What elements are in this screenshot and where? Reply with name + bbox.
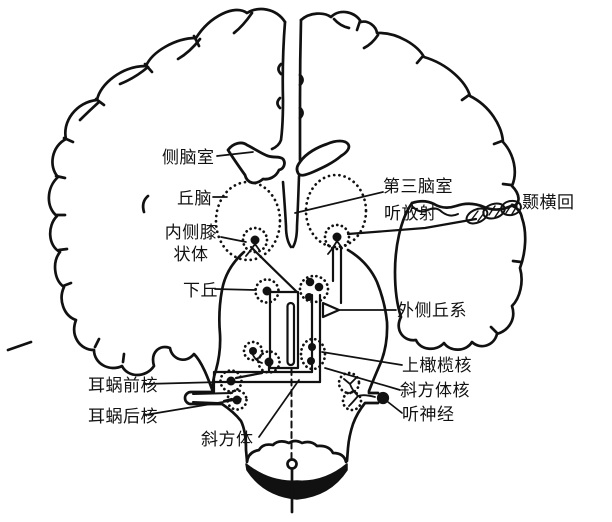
- thalamus-right: [304, 173, 368, 249]
- medial-geniculate-right: [323, 223, 351, 251]
- label-trapezoid-body-nucleus: 斜方体核: [400, 381, 470, 401]
- label-inferior-colliculus: 下丘: [183, 281, 218, 301]
- label-posterior-cochlear-nucleus: 耳蜗后核: [88, 407, 158, 427]
- label-lateral-lemniscus: 外侧丘系: [397, 301, 467, 321]
- leader-cochlear-posterior: [144, 398, 242, 416]
- leader-lateral-ventricle: [216, 151, 254, 157]
- label-auditory-radiation: 听放射: [384, 204, 437, 224]
- label-superior-olivary-nucleus: 上橄榄核: [402, 356, 472, 376]
- leader-superior-olive: [321, 351, 403, 366]
- cochlear-anterior-left: [219, 369, 243, 393]
- leader-inferior-colliculus: [214, 288, 257, 291]
- third-ventricle-channel: [281, 174, 301, 249]
- label-transverse-temporal-gyrus: 颞横回: [522, 193, 575, 213]
- leader-third-ventricle: [294, 191, 384, 214]
- cochlear-right-a: [337, 371, 361, 395]
- leader-trapezoid-nucleus: [324, 367, 401, 391]
- thalamus-left: [214, 180, 282, 262]
- stray-mark: [6, 340, 33, 352]
- nuclei: [219, 223, 363, 412]
- medial-geniculate-left: [241, 226, 269, 254]
- leader-medial-geniculate: [220, 236, 247, 243]
- label-thalamus: 丘脑: [177, 189, 212, 209]
- leader-auditory-nerve: [387, 401, 403, 414]
- inferior-colliculus-right: [298, 274, 330, 304]
- superior-olive-right: [299, 337, 327, 371]
- right-temporal-lobe: [393, 201, 527, 351]
- cochlear-posterior-left: [226, 389, 248, 411]
- superior-olive-left-b: [257, 350, 281, 374]
- auditory-radiation-line: [346, 217, 478, 236]
- lateral-ventricles: [226, 139, 351, 185]
- label-third-ventricle: 第三脑室: [383, 177, 453, 197]
- nuclei-dots: [226, 232, 342, 405]
- aqueduct-slit: [286, 301, 296, 367]
- lateral-ventricle-left: [226, 141, 286, 185]
- medulla-crescent: [245, 463, 348, 500]
- label-anterior-cochlear-nucleus: 耳蜗前核: [88, 376, 158, 396]
- thalamus-outlines: [214, 173, 368, 262]
- lateral-ventricle-right: [295, 139, 351, 177]
- lateral-lemniscus-nucleus: [321, 301, 341, 319]
- cochlear-right-b: [341, 390, 363, 412]
- inferior-colliculus-left: [254, 278, 280, 304]
- superior-olive-left-a: [242, 340, 264, 362]
- right-hemisphere-outline: [298, 10, 520, 211]
- leader-trapezoid-body: [258, 379, 300, 438]
- auditory-nerve-stump-right: [376, 391, 390, 405]
- label-lateral-ventricle: 侧脑室: [162, 148, 215, 168]
- left-hemisphere-outline: [6, 7, 287, 394]
- leader-lines: [144, 151, 403, 438]
- label-medial-geniculate-body: 内侧膝状体: [164, 223, 218, 266]
- brachium-curve: [249, 245, 299, 294]
- central-canal: [286, 458, 298, 470]
- label-trapezoid-body: 斜方体: [201, 430, 254, 450]
- leader-cochlear-anterior: [144, 381, 222, 385]
- brainstem-outline: [183, 248, 390, 514]
- label-auditory-nerve: 听神经: [402, 405, 455, 425]
